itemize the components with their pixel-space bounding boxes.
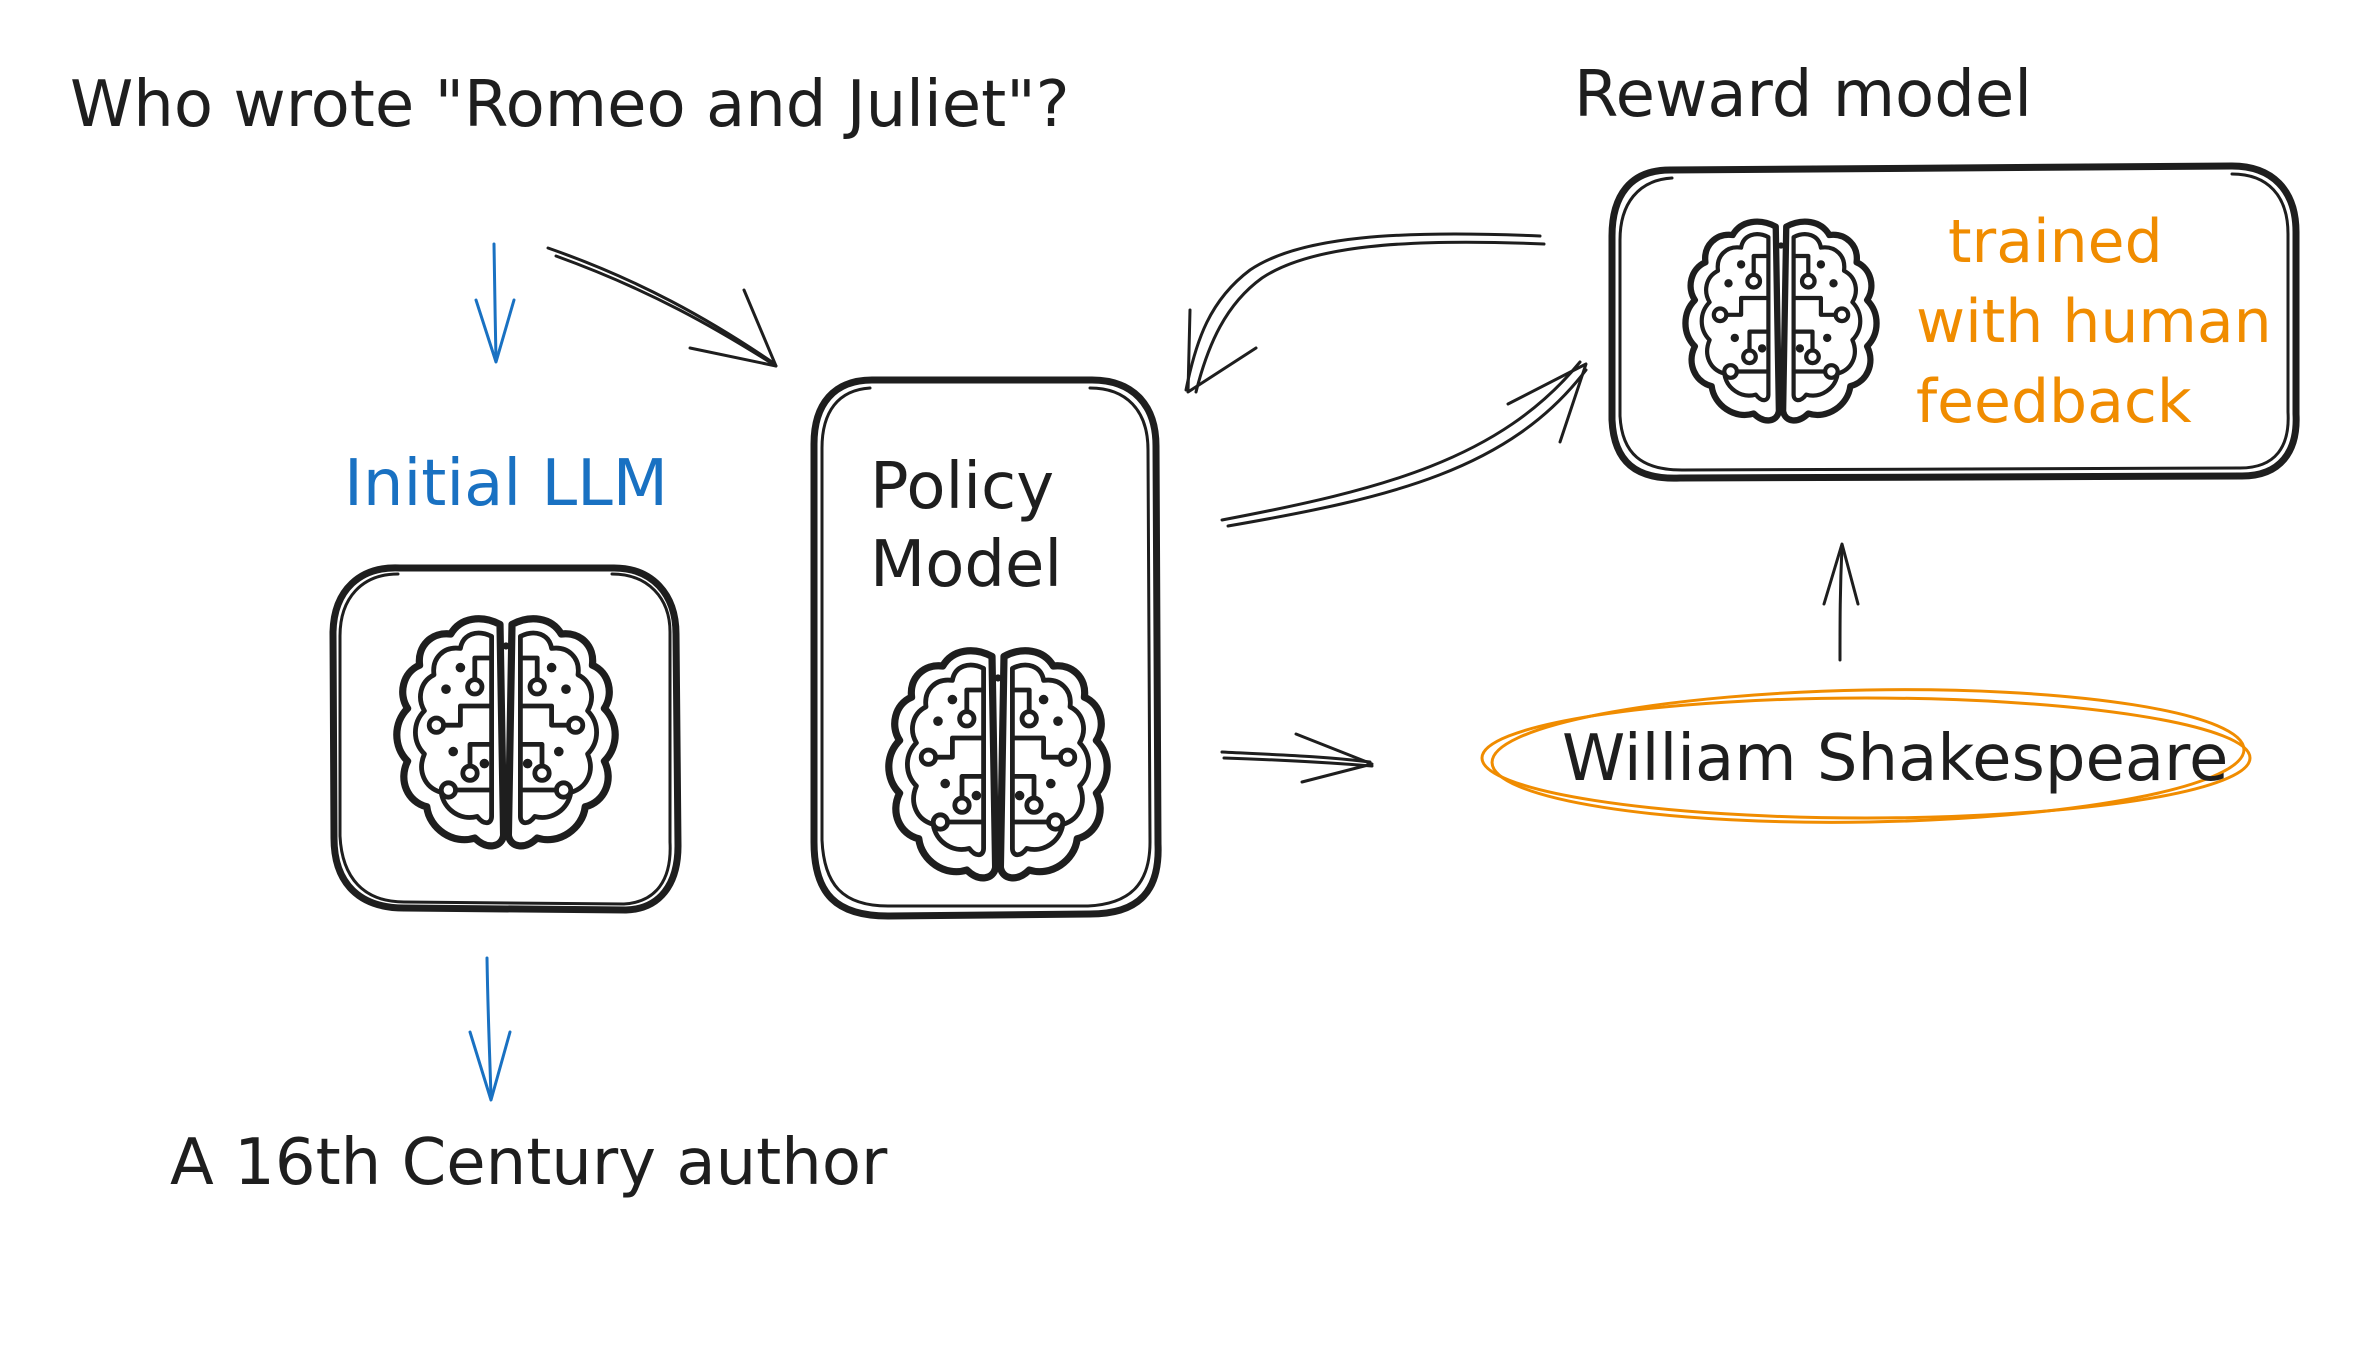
- brain-circuit-icon: [397, 619, 615, 846]
- reward-note-line3: feedback: [1916, 367, 2192, 437]
- arrow-output-to-reward: [1822, 542, 1860, 662]
- reward-note-line1: trained: [1948, 207, 2163, 277]
- policy-output-text: William Shakespeare: [1562, 722, 2228, 796]
- brain-circuit-icon: [889, 651, 1107, 878]
- reward-note-line2: with human: [1916, 287, 2272, 357]
- brain-circuit-icon: [1685, 222, 1876, 421]
- policy-output-highlight: [1480, 688, 2252, 824]
- arrow-reward-to-policy: [1184, 232, 1546, 394]
- reward-model-title: Reward model: [1574, 58, 2032, 132]
- arrow-policy-to-reward: [1220, 360, 1588, 528]
- policy-model-box: [810, 376, 1162, 920]
- policy-model-label-line1: Policy: [870, 450, 1054, 524]
- arrow-question-to-policy: [546, 246, 778, 368]
- arrow-initial-llm-to-output: [468, 956, 512, 1102]
- reward-model-box: [1608, 162, 2300, 482]
- arrow-policy-to-output: [1220, 732, 1374, 784]
- initial-llm-output: A 16th Century author: [170, 1126, 888, 1200]
- policy-model-label-line2: Model: [870, 528, 1062, 602]
- initial-llm-label: Initial LLM: [344, 447, 668, 521]
- initial-llm-box: [329, 564, 682, 914]
- question-text: Who wrote "Romeo and Juliet"?: [70, 68, 1070, 142]
- arrow-question-to-initial-llm: [474, 242, 516, 364]
